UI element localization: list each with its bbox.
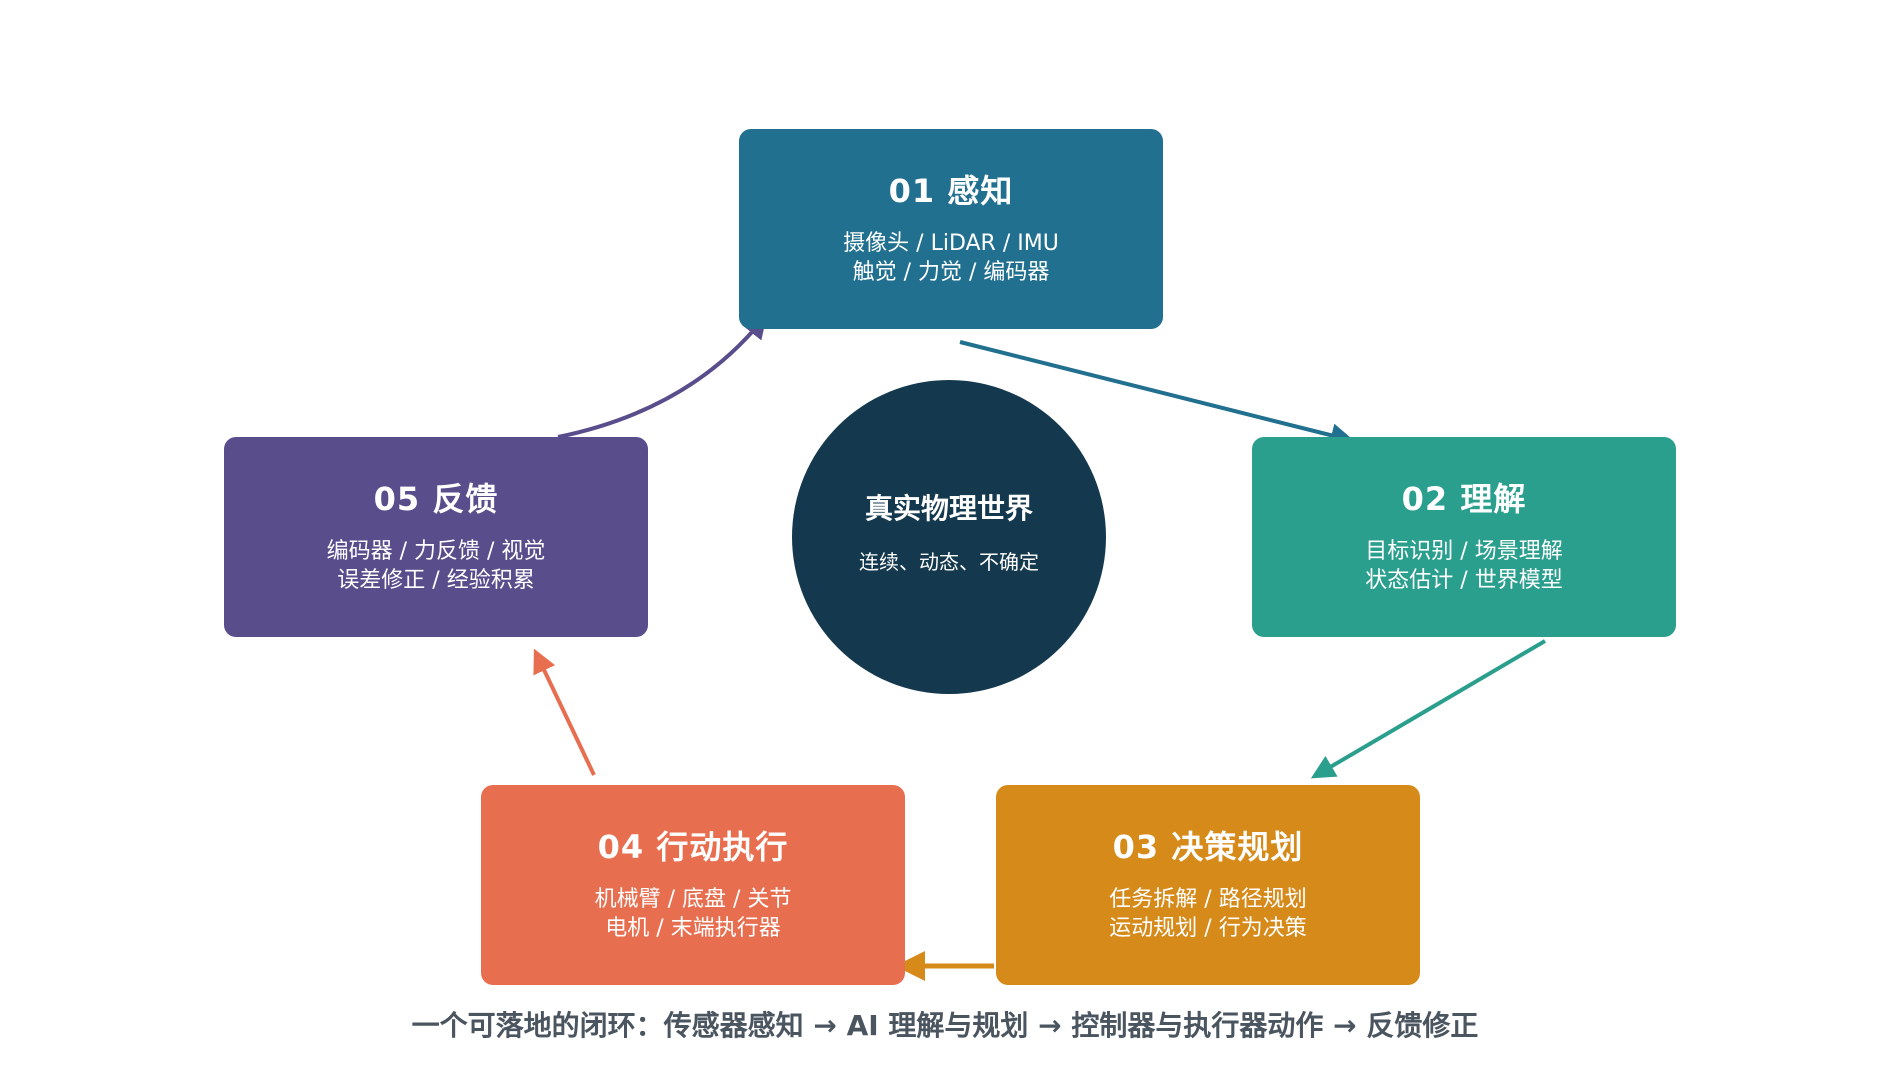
stage-feedback: 05 反馈 编码器 / 力反馈 / 视觉 误差修正 / 经验积累 bbox=[224, 437, 648, 637]
stage-detail: 误差修正 / 经验积累 bbox=[337, 568, 535, 593]
stage-action-execution: 04 行动执行 机械臂 / 底盘 / 关节 电机 / 末端执行器 bbox=[481, 785, 905, 985]
stage-detail: 任务拆解 / 路径规划 bbox=[1109, 887, 1307, 912]
stage-detail: 触觉 / 力觉 / 编码器 bbox=[852, 260, 1050, 285]
stage-decision-planning: 03 决策规划 任务拆解 / 路径规划 运动规划 / 行为决策 bbox=[996, 785, 1420, 985]
arrow-understanding-to-decision bbox=[1310, 639, 1547, 779]
stage-title: 01 感知 bbox=[888, 172, 1014, 210]
center-title: 真实物理世界 bbox=[864, 492, 1033, 525]
stage-title: 03 决策规划 bbox=[1112, 828, 1304, 866]
arrow-perception-to-understanding bbox=[959, 340, 1355, 447]
center-physical-world: 真实物理世界 连续、动态、不确定 bbox=[792, 380, 1106, 694]
stage-detail: 编码器 / 力反馈 / 视觉 bbox=[326, 539, 546, 564]
stage-detail: 目标识别 / 场景理解 bbox=[1365, 539, 1563, 564]
stage-detail: 状态估计 / 世界模型 bbox=[1365, 568, 1563, 593]
stage-detail: 摄像头 / LiDAR / IMU bbox=[843, 231, 1059, 256]
center-subtitle: 连续、动态、不确定 bbox=[859, 550, 1039, 574]
stage-title: 04 行动执行 bbox=[597, 828, 789, 866]
stage-title: 02 理解 bbox=[1401, 480, 1527, 518]
stage-detail: 运动规划 / 行为决策 bbox=[1109, 916, 1307, 941]
stage-detail: 电机 / 末端执行器 bbox=[605, 916, 781, 941]
stage-understanding: 02 理解 目标识别 / 场景理解 状态估计 / 世界模型 bbox=[1252, 437, 1676, 637]
arrow-feedback-to-perception bbox=[557, 314, 768, 439]
stage-perception: 01 感知 摄像头 / LiDAR / IMU 触觉 / 力觉 / 编码器 bbox=[739, 129, 1163, 329]
stage-detail: 机械臂 / 底盘 / 关节 bbox=[594, 887, 792, 912]
arrow-action-to-feedback bbox=[533, 648, 596, 776]
diagram-caption: 一个可落地的闭环：传感器感知 → AI 理解与规划 → 控制器与执行器动作 → … bbox=[411, 1009, 1479, 1042]
stage-title: 05 反馈 bbox=[373, 480, 499, 518]
